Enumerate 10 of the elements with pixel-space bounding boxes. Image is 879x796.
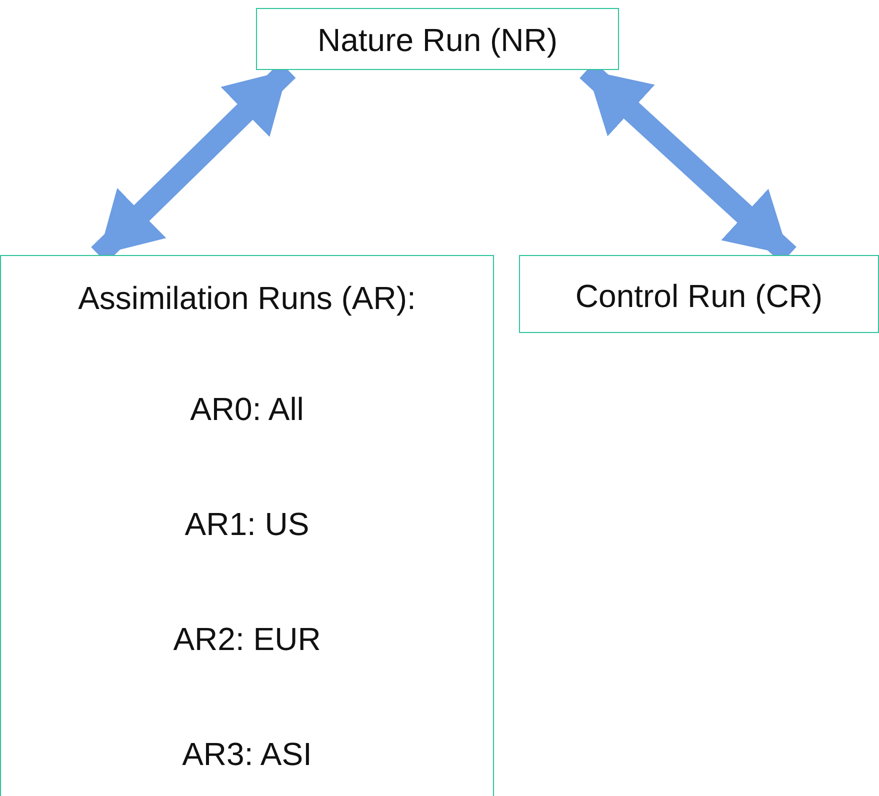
list-item: AR2: EUR (172, 621, 322, 658)
text-box (0, 255, 494, 796)
list-item: AR0: All (189, 391, 305, 428)
box-heading: Control Run (CR) (574, 278, 824, 315)
box-heading: Nature Run (NR) (316, 22, 559, 59)
box-heading: Assimilation Runs (AR): (77, 280, 417, 317)
list-item: AR1: US (184, 506, 310, 543)
text-box (519, 255, 879, 333)
text-box (256, 8, 619, 70)
list-item: AR3: ASI (181, 736, 313, 773)
